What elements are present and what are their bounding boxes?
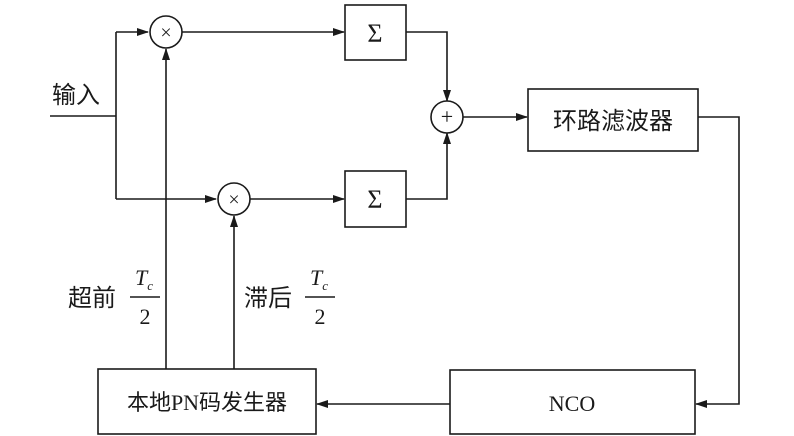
early-integrator-to-adder (406, 31, 451, 102)
early-subscript: c (147, 278, 153, 293)
nco-block: NCO (449, 369, 696, 435)
late-code-label: 滞后 Tc 2 (244, 265, 335, 329)
late-integrator-to-adder (406, 132, 451, 200)
pn-generator-block: 本地PN码发生器 (97, 368, 317, 435)
late-prefix: 滞后 (244, 285, 292, 312)
early-multiplier: × (149, 15, 183, 49)
late-multiplier: × (217, 182, 251, 216)
early-integrator: Σ (344, 4, 407, 61)
late-multiplier-symbol: × (228, 189, 239, 211)
loop-filter-to-nco (695, 116, 740, 408)
pn-generator-label: 本地PN码发生器 (127, 390, 287, 415)
adder-symbol: + (441, 104, 453, 129)
early-numerator: Tc (135, 265, 153, 293)
late-denominator: 2 (315, 304, 326, 329)
adder: + (430, 100, 464, 134)
early-code-label: 超前 Tc 2 (68, 265, 160, 329)
late-numerator: Tc (310, 265, 328, 293)
early-integrator-symbol: Σ (367, 19, 382, 48)
late-integrator-symbol: Σ (367, 185, 382, 214)
late-integrator: Σ (344, 170, 407, 228)
early-multiplier-symbol: × (160, 22, 171, 44)
loop-filter-label: 环路滤波器 (553, 108, 673, 135)
late-subscript: c (322, 278, 328, 293)
input-label: 输入 (52, 82, 100, 109)
early-prefix: 超前 (68, 285, 116, 312)
nco-label: NCO (549, 391, 595, 416)
loop-filter-block: 环路滤波器 (527, 88, 699, 152)
early-denominator: 2 (140, 304, 151, 329)
